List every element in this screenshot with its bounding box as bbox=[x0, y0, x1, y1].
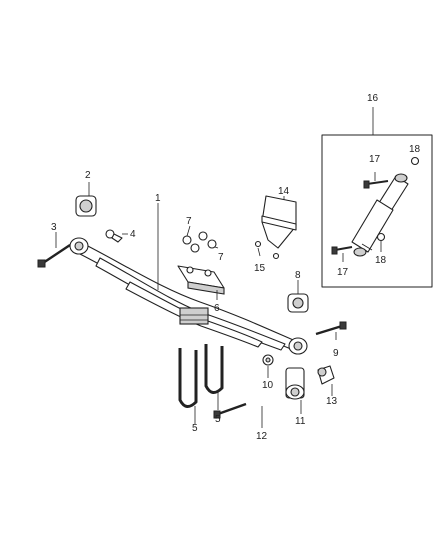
callout-18b: 18 bbox=[375, 255, 387, 266]
shackle-bushing bbox=[317, 365, 335, 396]
callout-5a: 5 bbox=[192, 423, 198, 434]
callout-15: 15 bbox=[254, 263, 266, 274]
callout-4: 4 bbox=[130, 229, 136, 240]
bracket-fasteners bbox=[254, 240, 280, 260]
shackle-nut bbox=[262, 354, 274, 378]
shackle-bolt bbox=[213, 402, 263, 428]
shock-nut-lower bbox=[376, 232, 386, 242]
spring-bushing-front bbox=[75, 182, 97, 217]
callout-7a: 7 bbox=[186, 216, 192, 227]
callout-10: 10 bbox=[262, 380, 274, 391]
shock-absorber bbox=[351, 173, 409, 257]
callout-7b: 7 bbox=[218, 252, 224, 263]
front-eye-bolt bbox=[37, 232, 71, 268]
callout-18a: 18 bbox=[409, 144, 421, 155]
front-nut-clip bbox=[105, 229, 128, 243]
callout-12: 12 bbox=[256, 431, 268, 442]
callout-11: 11 bbox=[295, 416, 306, 427]
shock-bolt-lower bbox=[331, 246, 353, 255]
callout-14: 14 bbox=[278, 186, 290, 197]
callout-5b: 5 bbox=[215, 414, 221, 425]
callout-17a: 17 bbox=[369, 154, 381, 165]
callout-3: 3 bbox=[51, 222, 57, 233]
callout-16: 16 bbox=[367, 93, 379, 104]
callout-1: 1 bbox=[155, 193, 161, 204]
shock-absorber-inset bbox=[321, 107, 433, 288]
spring-bushing-rear bbox=[287, 280, 309, 313]
spring-plate bbox=[177, 265, 225, 300]
u-bolt-nuts bbox=[182, 225, 219, 253]
jounce-bumper-bracket bbox=[261, 195, 297, 249]
callout-8: 8 bbox=[295, 270, 301, 281]
shock-bolt-upper bbox=[363, 180, 389, 189]
rear-eye-bolt bbox=[315, 321, 347, 340]
callout-17b: 17 bbox=[337, 267, 349, 278]
callout-2: 2 bbox=[85, 170, 91, 181]
spring-shackle bbox=[285, 367, 305, 414]
callout-13: 13 bbox=[326, 396, 338, 407]
shock-nut-upper bbox=[410, 156, 420, 166]
callout-labels: 1 2 3 4 5 5 6 7 7 8 9 10 11 12 13 14 15 … bbox=[51, 93, 421, 442]
u-bolt-right bbox=[204, 344, 224, 410]
u-bolt-left bbox=[178, 348, 198, 424]
callout-9: 9 bbox=[333, 348, 339, 359]
callout-6: 6 bbox=[214, 303, 220, 314]
